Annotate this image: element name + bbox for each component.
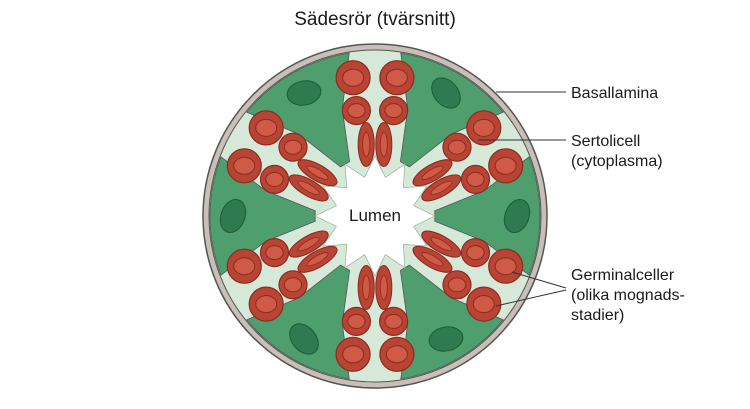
germ-cell-nucleus-9 [384,313,403,329]
germ-cells-label-line1: Germinalceller [571,267,675,284]
sertoli-cell-1 [434,156,541,276]
spermatid-nucleus-35 [421,165,444,180]
germ-cell-nucleus-27 [347,103,366,119]
germ-cell-nucleus-26 [385,68,408,87]
sertoli-nucleus-6 [431,77,461,109]
spermatid-nucleus-12 [362,275,371,300]
sertoli-nucleus-1 [503,199,531,233]
spermatid-nucleus-6 [421,252,444,267]
germ-cell-nucleus-16 [265,245,284,261]
germ-cell-nucleus-28 [384,103,403,119]
germ-cell-nucleus-2 [472,295,495,314]
germ-cell-nucleus-10 [347,313,366,329]
germ-cell-nucleus-7 [385,345,408,364]
spermatid-nucleus-5 [430,236,453,252]
germ-cell-nucleus-20 [255,118,278,137]
sertoli-cell-3 [246,264,351,380]
spermatid-nucleus-30 [379,132,388,157]
lumen [314,155,436,277]
germ-cell-nucleus-25 [342,68,365,87]
germ-cells-label-line3: stadier) [571,307,624,324]
lumen-label: Lumen [349,206,401,225]
germ-cell-leader-upper [511,271,567,289]
sertoli-label-line2: (cytoplasma) [571,153,663,170]
germ-cell-nucleus-22 [283,139,303,155]
sertoli-cell-5 [246,52,351,168]
germ-cell-nucleus-14 [233,257,256,276]
spermatid-nucleus-11 [379,275,388,300]
germ-cell-nucleus-15 [283,277,303,293]
spermatid-nucleus-36 [430,180,453,196]
germ-cell-nucleus-31 [472,118,495,137]
germ-cell-nucleus-34 [466,171,485,187]
germ-cells-label-line2: (olika mognads- [571,287,685,304]
germ-cell-nucleus-3 [466,245,485,261]
germ-cell-nucleus-21 [265,171,284,187]
basal-lamina-label: Basallamina [571,85,658,102]
germ-cell-nucleus-32 [494,156,517,175]
spermatid-nucleus-23 [297,180,320,196]
sertoli-cell-6 [399,52,504,168]
germ-cell-nucleus-19 [233,156,256,175]
germ-cell-nucleus-1 [494,257,517,276]
sertoli-nucleus-3 [289,323,319,355]
tubule-cross-section [202,43,548,389]
germ-cell-nucleus-33 [447,139,467,155]
callouts: Basallamina Sertolicell (cytoplasma) Ger… [478,85,685,324]
sertoli-cell-4 [209,156,316,276]
germ-cell-leader-lower [495,289,567,307]
spermatid-nucleus-17 [306,252,329,267]
sertoli-nucleus-5 [286,80,322,106]
germ-cell-nucleus-8 [342,345,365,364]
germ-cell-nucleus-13 [255,295,278,314]
spermatid-nucleus-29 [362,132,371,157]
sertoli-label-line1: Sertolicell [571,133,640,150]
spermatid-nucleus-24 [306,165,329,180]
sertoli-nucleus-2 [428,326,464,352]
sertoli-cell-2 [399,264,504,380]
germ-cell-nucleus-4 [447,277,467,293]
sertoli-nucleus-4 [219,199,247,233]
spermatid-nucleus-18 [297,236,320,252]
diagram-title: Sädesrör (tvärsnitt) [294,9,456,30]
